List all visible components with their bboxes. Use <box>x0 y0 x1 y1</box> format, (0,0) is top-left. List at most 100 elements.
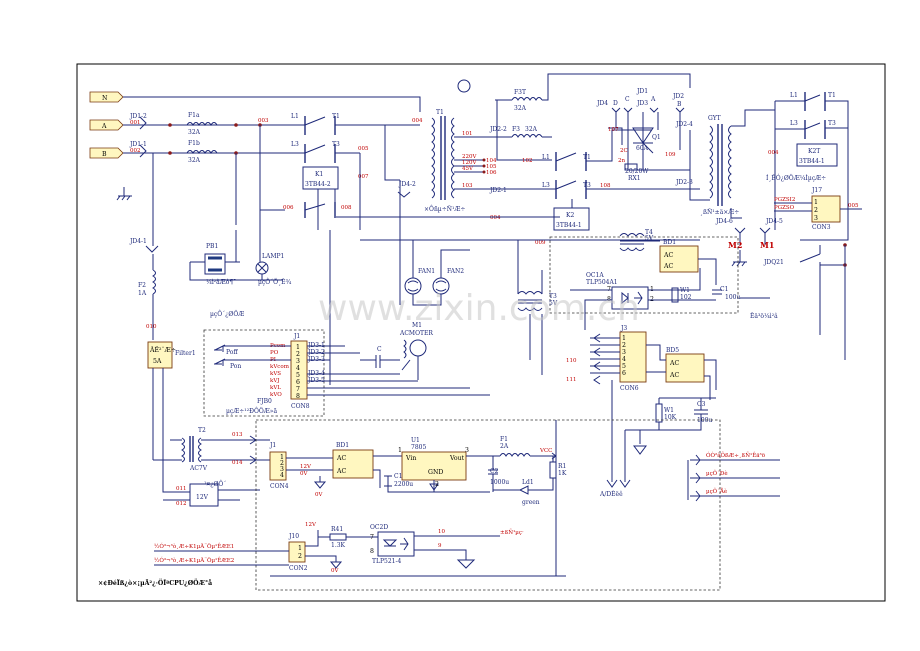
optocoupler-oc2d: OC2D 7 8 TLP521-4 <box>370 524 415 565</box>
note-line-1: ½Ó³¬³ò¸Æ÷K1µÄ¨Öµ¹ÊÆE1 <box>154 542 234 550</box>
svg-text:008: 008 <box>341 205 352 211</box>
svg-text:10K: 10K <box>664 414 677 421</box>
svg-text:8: 8 <box>296 393 300 400</box>
jd-terminals-top: JD4 JD1 JD3 JD2 D C A B <box>596 88 685 113</box>
svg-text:AC: AC <box>669 372 679 379</box>
net-102: 102 <box>522 158 533 164</box>
svg-text:20/20W: 20/20W <box>625 168 649 175</box>
ground-m2 <box>731 250 747 267</box>
power-supply-border <box>255 419 721 591</box>
note-line-3: ×¢ÐéÏß¿ò×¡µÄ²¿·ÖÎªCPU¿ØÖÆ°å <box>98 580 212 587</box>
regulator-u1: U1 7805 Vin Vout GND <box>401 437 467 481</box>
svg-text:D: D <box>613 100 618 107</box>
net-007: 007 <box>358 174 369 180</box>
t2-wires <box>170 439 270 461</box>
svg-text:5V: 5V <box>645 235 654 242</box>
svg-text:TLP504A1: TLP504A1 <box>586 279 618 286</box>
svg-text:T1: T1 <box>583 154 591 161</box>
net-009: 009 <box>535 240 546 246</box>
k2t-wires <box>774 100 849 241</box>
power-box-wires <box>163 489 260 501</box>
k2-wires <box>545 129 700 208</box>
con8-pin-labels: Pcom PO PI kVcom kVS kVJ kVL kVO <box>270 343 290 398</box>
svg-text:L3: L3 <box>790 120 798 127</box>
contactor-k2: L1 T1 L3 T3 K2 3TB44-1 <box>542 152 591 231</box>
ground-w1 <box>633 445 647 455</box>
svg-text:Vin: Vin <box>405 455 416 462</box>
led-ld1: Ld1 green <box>518 479 540 506</box>
svg-text:2: 2 <box>296 351 300 358</box>
gyt-wires <box>700 109 775 219</box>
control-panel-caption: µçÆ÷¹²ÐÔÖÆ»ã <box>226 407 277 415</box>
svg-text:C: C <box>625 96 630 103</box>
jd4-6-label: JD4-6 <box>715 218 733 225</box>
net-110: 110 <box>566 358 577 364</box>
svg-text:kVS: kVS <box>270 371 281 377</box>
svg-text:0V: 0V <box>315 492 323 498</box>
net-004: 004 <box>412 118 423 124</box>
ground-oc2d <box>456 559 476 569</box>
svg-text:4: 4 <box>296 365 300 372</box>
ground-u1 <box>429 483 439 491</box>
output-signal-3: µçÔ´Åè <box>706 487 727 495</box>
svg-text:J3: J3 <box>620 325 627 332</box>
svg-text:2: 2 <box>814 207 818 214</box>
pb1-lamp-wires <box>235 125 263 280</box>
svg-text:ÂË²¨Æ÷: ÂË²¨Æ÷ <box>149 347 176 354</box>
drawing-frame <box>76 63 886 602</box>
net-005: 005 <box>358 146 369 152</box>
fan-wires <box>412 240 470 306</box>
con8-wires <box>222 345 490 396</box>
svg-text:8: 8 <box>370 548 374 555</box>
j3-arrows <box>593 333 601 385</box>
jd3-pin-labels: JD3-1 JD3-2 JD3-3 JD3-4 JD3-5 <box>307 342 325 384</box>
ad-arrows <box>606 479 631 488</box>
jd1-1-label: JD1-1 <box>129 141 147 148</box>
svg-text:T2: T2 <box>198 427 206 434</box>
svg-text:5A: 5A <box>153 358 162 365</box>
svg-text:9: 9 <box>438 543 442 549</box>
capacitor-c3: C3 100u <box>694 401 712 424</box>
net-002: 002 <box>130 148 141 154</box>
svg-text:4: 4 <box>622 356 626 363</box>
v12-label-con2: 12V <box>305 522 317 528</box>
pgzsi2-label: PGZSI2 <box>774 197 795 203</box>
svg-text:12V: 12V <box>300 464 312 470</box>
gyt-caption: ¸ßÑ¹±ä×Æ÷ <box>700 208 739 216</box>
transformer-gyt: GYT ¸ßÑ¹±ä×Æ÷ <box>700 115 739 216</box>
bridge-bd1-top: BD1 AC AC <box>659 239 699 273</box>
svg-text:T3: T3 <box>583 182 591 189</box>
j3-wires <box>590 337 620 374</box>
bridge-bd1-bottom: BD1 AC AC <box>332 442 374 479</box>
output-signal-1: ÓÒ²àÕßÆ÷¸ßÑ¹Êä³ö <box>706 451 766 459</box>
svg-text:K1: K1 <box>315 171 323 178</box>
svg-text:CON6: CON6 <box>620 385 639 392</box>
oc2d-output-label: ±ßÑ¹µç· <box>500 528 524 536</box>
svg-text:Pon: Pon <box>230 363 241 370</box>
motor-m1: M1 ACMOTER <box>399 322 433 371</box>
svg-text:Vout: Vout <box>449 455 465 462</box>
connector-con8: J1 1 2 3 4 5 6 7 8 CON8 <box>290 333 310 410</box>
detect-circuit-border <box>549 236 739 314</box>
fjb0-label: FJB0 <box>257 398 272 405</box>
svg-text:3: 3 <box>296 358 300 365</box>
fuse-f3t: F3T 32A <box>511 89 543 112</box>
svg-text:102: 102 <box>680 294 692 301</box>
svg-text:L1: L1 <box>790 92 798 99</box>
con4-wires <box>286 457 334 489</box>
pgzso-label: PGZSO <box>774 205 795 211</box>
switch-poff: Poff <box>214 344 238 356</box>
svg-text:F2: F2 <box>138 282 146 289</box>
watermark: www.zixin.com.cn <box>318 288 640 329</box>
bottom-left-notes: ½Ó³¬³ò¸Æ÷K1µÄ¨Öµ¹ÊÆE1 ½Ó³¬³ò¸Æ÷K1µÄ¨Öµ¹Ê… <box>98 420 566 587</box>
svg-text:F3T: F3T <box>514 89 526 96</box>
jd2-2-label: JD2-2 <box>489 126 507 133</box>
net-011: 011 <box>176 486 187 492</box>
svg-text:7: 7 <box>296 386 300 393</box>
svg-text:L3: L3 <box>291 141 299 148</box>
svg-text:3TB44-1: 3TB44-1 <box>799 158 825 165</box>
t3x-wires <box>517 240 543 375</box>
svg-text:106: 106 <box>486 170 497 176</box>
svg-text:K2T: K2T <box>808 148 820 155</box>
svg-text:C1: C1 <box>394 473 402 480</box>
